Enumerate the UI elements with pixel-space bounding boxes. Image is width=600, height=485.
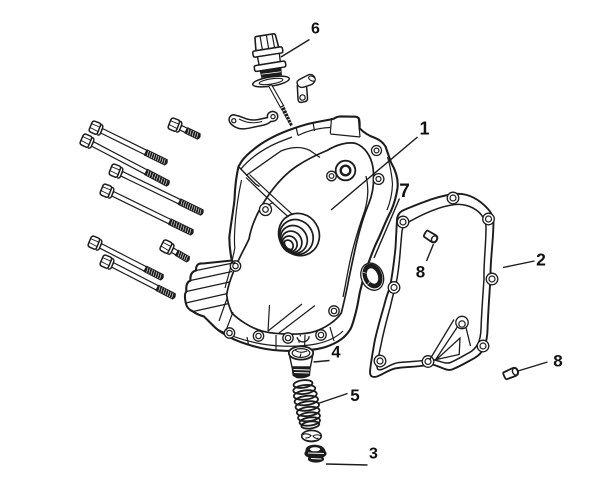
- svg-text:5: 5: [350, 386, 359, 405]
- svg-text:6: 6: [311, 21, 320, 38]
- svg-text:2: 2: [536, 250, 546, 270]
- svg-text:1: 1: [419, 119, 429, 139]
- svg-text:8: 8: [416, 263, 425, 282]
- svg-text:8: 8: [553, 352, 562, 371]
- svg-text:4: 4: [331, 344, 341, 362]
- svg-text:7: 7: [399, 181, 410, 202]
- svg-text:3: 3: [369, 446, 378, 463]
